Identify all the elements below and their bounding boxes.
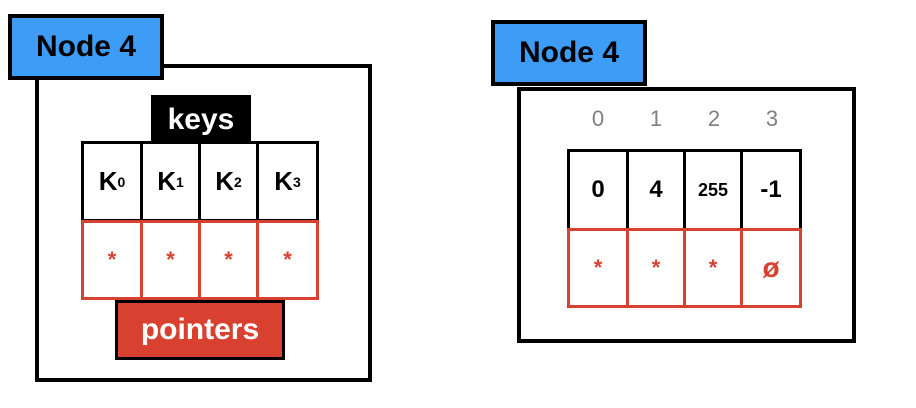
pointers-label: pointers <box>115 300 285 360</box>
right-pointer-2: * <box>683 228 743 308</box>
right-key-3: -1 <box>740 149 802 231</box>
right-pointer-1: * <box>626 228 686 308</box>
right-key-0: 0 <box>567 149 629 231</box>
right-index-1: 1 <box>649 106 663 131</box>
right-node-title: Node 4 <box>491 20 647 86</box>
left-pointer-3: * <box>256 220 319 300</box>
right-pointer-0: * <box>567 228 629 308</box>
left-pointer-0: * <box>81 220 143 300</box>
left-node-title: Node 4 <box>8 14 164 80</box>
left-pointer-1: * <box>140 220 201 300</box>
keys-label: keys <box>151 95 251 145</box>
right-key-1: 4 <box>626 149 686 231</box>
left-pointer-2: * <box>198 220 259 300</box>
right-index-3: 3 <box>765 106 779 131</box>
right-index-0: 0 <box>591 106 605 131</box>
right-index-2: 2 <box>707 106 721 131</box>
right-key-2: 255 <box>683 149 743 231</box>
right-pointer-null: ø <box>740 228 802 308</box>
